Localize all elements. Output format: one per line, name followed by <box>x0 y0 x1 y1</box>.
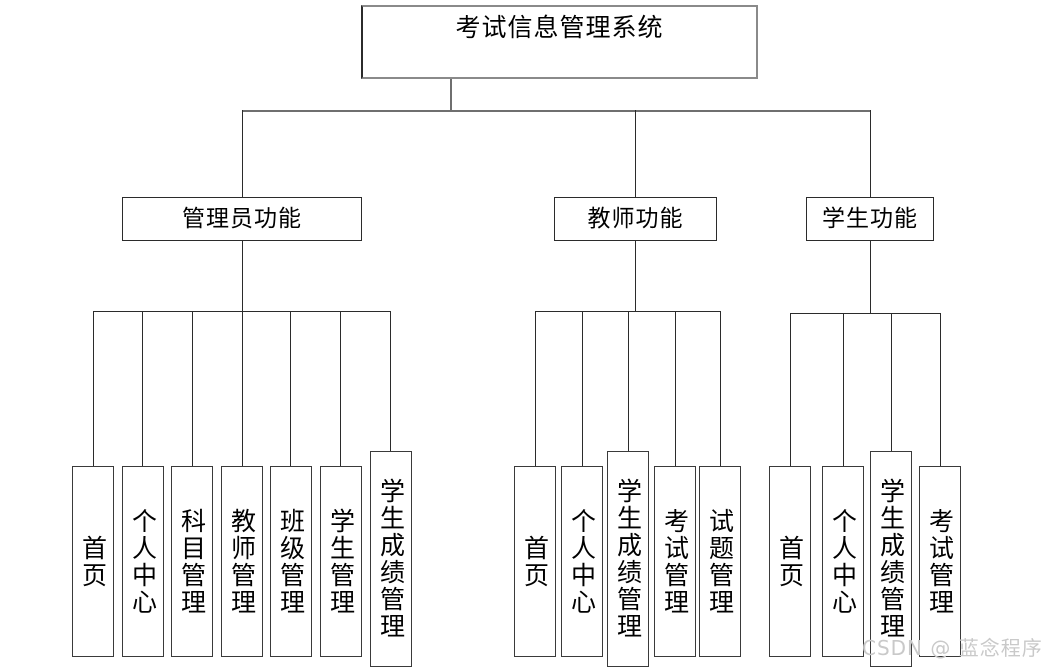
connector-teacher-leaf-2 <box>582 311 583 466</box>
node-leaf-student-profile-label: 个人中心 <box>828 507 858 616</box>
node-branch-teacher[interactable]: 教师功能 <box>554 197 717 241</box>
connector-student-leaf-1 <box>790 313 791 466</box>
node-branch-student[interactable]: 学生功能 <box>806 197 934 241</box>
connector-teacher-bus <box>535 311 720 312</box>
connector-teacher-leaf-4 <box>675 311 676 466</box>
node-leaf-teacher-exam[interactable]: 考试管理 <box>654 466 696 657</box>
node-leaf-admin-student-label: 学生管理 <box>326 507 356 616</box>
node-leaf-teacher-score-label: 学生成绩管理 <box>613 478 643 640</box>
connector-admin-leaf-1 <box>93 311 94 466</box>
node-leaf-student-profile[interactable]: 个人中心 <box>822 466 864 657</box>
connector-teacher-leaf-3 <box>628 311 629 451</box>
node-branch-admin[interactable]: 管理员功能 <box>122 197 362 241</box>
node-branch-admin-label: 管理员功能 <box>182 206 302 232</box>
node-branch-student-label: 学生功能 <box>822 206 918 232</box>
node-leaf-admin-subject[interactable]: 科目管理 <box>171 466 213 657</box>
connector-student-leaf-2 <box>843 313 844 466</box>
connector-drop-teacher <box>635 110 636 198</box>
node-leaf-student-home-label: 首页 <box>775 534 805 589</box>
node-leaf-student-exam[interactable]: 考试管理 <box>919 466 961 657</box>
node-leaf-admin-class[interactable]: 班级管理 <box>270 466 312 657</box>
node-leaf-student-exam-label: 考试管理 <box>925 507 955 616</box>
node-branch-teacher-label: 教师功能 <box>587 206 684 232</box>
node-leaf-teacher-question-label: 试题管理 <box>705 507 735 616</box>
connector-admin-leaf-4 <box>242 311 243 466</box>
connector-level1-bus <box>242 110 871 112</box>
connector-student-leaf-3 <box>891 313 892 451</box>
node-leaf-student-score[interactable]: 学生成绩管理 <box>870 451 912 667</box>
node-leaf-teacher-profile-label: 个人中心 <box>567 507 597 616</box>
node-leaf-student-score-label: 学生成绩管理 <box>876 478 906 640</box>
node-leaf-teacher-home[interactable]: 首页 <box>514 466 556 657</box>
node-leaf-teacher-question[interactable]: 试题管理 <box>699 466 741 657</box>
node-leaf-teacher-home-label: 首页 <box>520 534 550 589</box>
connector-admin-leaf-7 <box>390 311 391 451</box>
node-root[interactable]: 考试信息管理系统 <box>361 5 758 79</box>
connector-admin-leaf-2 <box>142 311 143 466</box>
node-root-label: 考试信息管理系统 <box>455 13 664 42</box>
node-leaf-admin-student[interactable]: 学生管理 <box>320 466 362 657</box>
node-leaf-student-home[interactable]: 首页 <box>769 466 811 657</box>
connector-teacher-leaf-1 <box>535 311 536 466</box>
node-leaf-teacher-exam-label: 考试管理 <box>660 507 690 616</box>
connector-teacher-stem <box>635 241 636 311</box>
connector-admin-stem <box>242 241 243 311</box>
connector-admin-leaf-5 <box>290 311 291 466</box>
connector-admin-leaf-3 <box>192 311 193 466</box>
connector-drop-student <box>870 110 871 198</box>
node-leaf-admin-subject-label: 科目管理 <box>177 507 207 616</box>
connector-student-stem <box>870 241 871 313</box>
node-leaf-admin-score-label: 学生成绩管理 <box>376 478 406 640</box>
connector-admin-leaf-6 <box>340 311 341 466</box>
node-leaf-admin-teacher-label: 教师管理 <box>227 507 257 616</box>
connector-student-leaf-4 <box>940 313 941 466</box>
node-leaf-admin-home-label: 首页 <box>78 534 108 589</box>
node-leaf-admin-class-label: 班级管理 <box>276 507 306 616</box>
node-leaf-admin-profile[interactable]: 个人中心 <box>122 466 164 657</box>
connector-teacher-leaf-5 <box>720 311 721 466</box>
node-leaf-admin-profile-label: 个人中心 <box>128 507 158 616</box>
node-leaf-admin-score[interactable]: 学生成绩管理 <box>370 451 412 667</box>
node-leaf-admin-home[interactable]: 首页 <box>72 466 114 657</box>
node-leaf-teacher-profile[interactable]: 个人中心 <box>561 466 603 657</box>
watermark-text: CSDN @ 蓝念程序 <box>862 636 1043 660</box>
connector-root-stem <box>450 79 452 111</box>
connector-student-bus <box>790 313 941 314</box>
node-leaf-teacher-score[interactable]: 学生成绩管理 <box>607 451 649 667</box>
node-leaf-admin-teacher[interactable]: 教师管理 <box>221 466 263 657</box>
connector-drop-admin <box>242 110 243 198</box>
